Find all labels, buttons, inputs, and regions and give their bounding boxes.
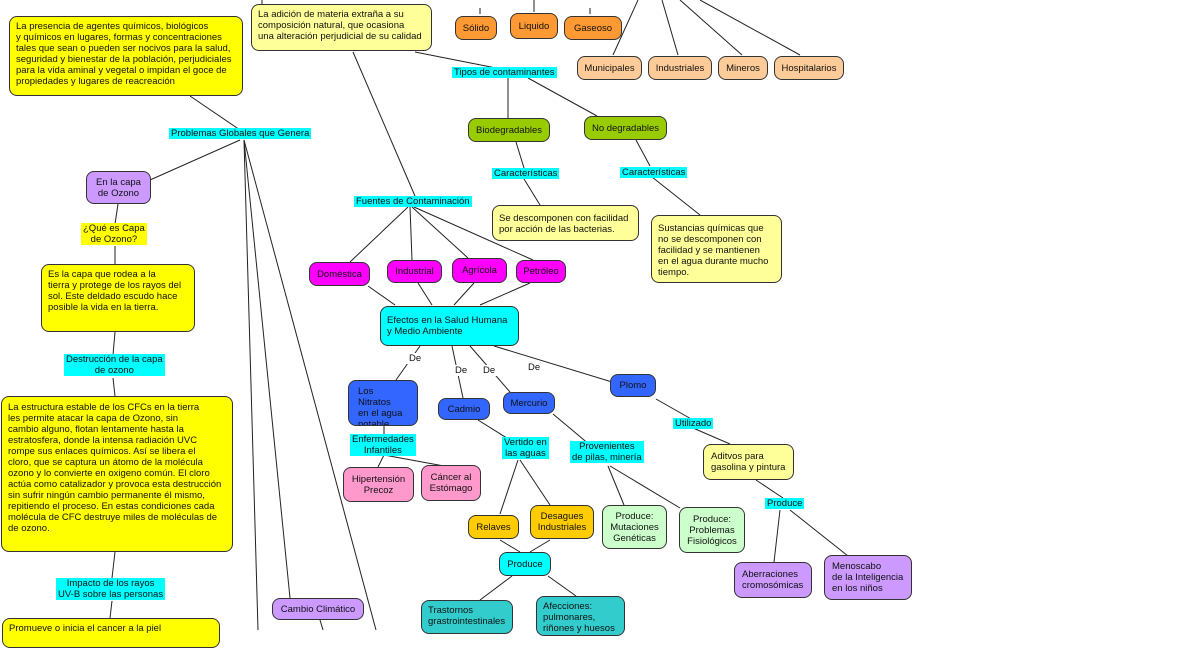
cambio-climatico-box: Cambio Climático — [272, 598, 364, 620]
hospitalarios-box: Hospitalarios — [774, 56, 844, 80]
industrial-box: Industrial — [387, 260, 442, 283]
tipos-contaminantes-label: Tipos de contaminantes — [452, 67, 557, 78]
industriales-box: Industriales — [648, 56, 712, 80]
connector-lines — [109, 0, 849, 630]
problemas-fisiologicos-box: Produce: Problemas Fisiológicos — [679, 507, 745, 553]
enfermedades-label: Enfermedades Infantiles — [350, 434, 416, 456]
domestica-box: Doméstica — [309, 262, 370, 286]
gaseoso-box: Gaseoso — [564, 16, 622, 40]
de-connector-4: De — [526, 362, 543, 373]
capa-ozono-box: En la capa de Ozono — [86, 171, 151, 204]
adicion-box: La adición de materia extraña a su compo… — [251, 4, 432, 51]
produce-label: Produce — [765, 498, 805, 509]
efectos-box: Efectos en la Salud Humana y Medio Ambie… — [380, 306, 519, 346]
caracteristicas-label-1: Características — [492, 168, 560, 179]
solido-box: Sólido — [455, 16, 497, 40]
trastornos-box: Trastornos grastrointestinales — [421, 600, 513, 634]
impacto-label: Impacto de los rayos UV-B sobre las pers… — [56, 578, 166, 600]
destruccion-label: Destrucción de la capa de ozono — [64, 354, 165, 376]
definition-box: La presencia de agentes químicos, biológ… — [9, 16, 243, 96]
relaves-box: Relaves — [468, 515, 519, 539]
de-connector-3: De — [481, 365, 498, 376]
sustancias-box: Sustancias químicas que no se descompone… — [651, 215, 782, 283]
promueve-box: Promueve o inicia el cancer a la piel — [2, 618, 220, 648]
aberraciones-box: Aberraciones cromosómicas — [734, 562, 812, 598]
vertido-label: Vertido en las aguas — [502, 437, 549, 459]
petroleo-box: Petróleo — [516, 260, 566, 283]
liquido-box: Liquido — [510, 13, 558, 39]
cancer-estomago-box: Cáncer al Estómago — [421, 465, 481, 501]
caracteristicas-label-2: Características — [620, 167, 688, 178]
menoscabo-box: Menoscabo de la Inteligencia en los niño… — [824, 555, 912, 600]
agricola-box: Agrícola — [452, 258, 507, 283]
de-connector-2: De — [453, 365, 470, 376]
de-connector-1: De — [407, 353, 424, 364]
aditivos-box: Aditvos para gasolina y pintura — [703, 444, 794, 480]
problemas-globales-label: Problemas Globales que Genera — [169, 128, 312, 139]
municipales-box: Municipales — [577, 56, 642, 80]
produce-box: Produce — [499, 552, 551, 576]
estructura-box: La estructura estable de los CFCs en la … — [1, 396, 233, 552]
que-es-capa-label: ¿Qué es Capa de Ozono? — [81, 223, 147, 245]
provenientes-label: Provenientes de pilas, minería — [570, 441, 644, 463]
utilizado-label: Utilizado — [673, 418, 714, 429]
afecciones-box: Afecciones: pulmonares, riñones y huesos — [536, 596, 625, 636]
hipertension-box: Hipertensión Precoz — [343, 467, 414, 502]
no-degradables-box: No degradables — [584, 116, 667, 140]
cadmio-box: Cadmio — [438, 398, 490, 420]
desagues-box: Desagues Industriales — [530, 505, 594, 539]
biodegradables-box: Biodegradables — [468, 118, 550, 142]
mineros-box: Mineros — [718, 56, 768, 80]
fuentes-label: Fuentes de Contaminación — [354, 196, 472, 207]
nitratos-box: Los Nitratos en el agua potable — [348, 380, 418, 426]
mercurio-box: Mercurio — [503, 392, 555, 414]
se-descomponen-box: Se descomponen con facilidad por acción … — [492, 205, 639, 241]
es-la-capa-box: Es la capa que rodea a la tierra y prote… — [41, 264, 195, 332]
mutaciones-box: Produce: Mutaciones Genéticas — [602, 505, 667, 549]
plomo-box: Plomo — [610, 374, 656, 397]
